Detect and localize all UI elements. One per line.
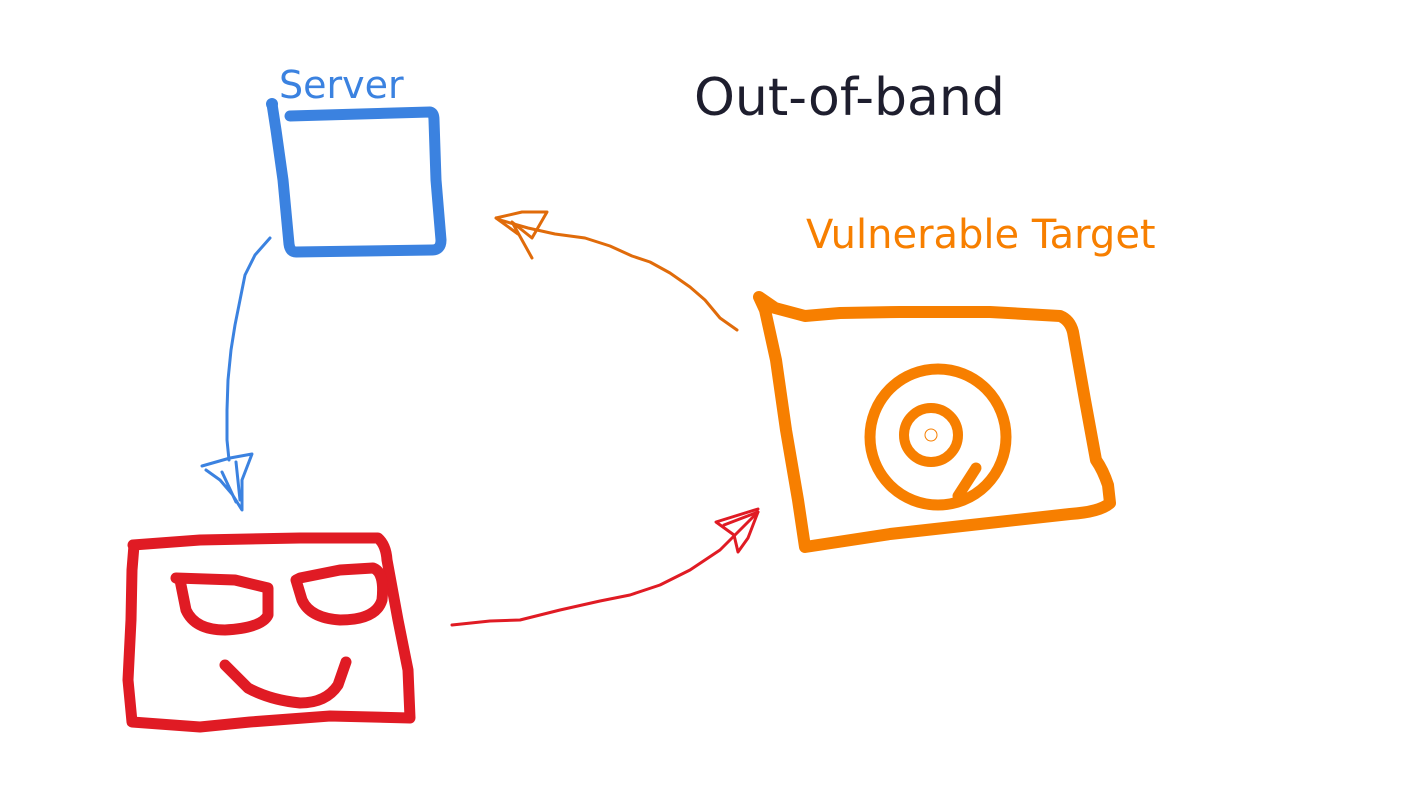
target-inner-ring xyxy=(899,403,963,467)
server-box xyxy=(266,98,447,258)
edge-server-to-attacker-arrowhead xyxy=(200,452,254,512)
edge-target-to-server xyxy=(494,210,739,332)
attacker-node xyxy=(122,532,416,733)
target-bullseye xyxy=(924,428,938,442)
attacker-mouth xyxy=(219,656,352,709)
target-outer-ring xyxy=(864,363,1012,511)
attacker-left-eye xyxy=(170,572,274,636)
edge-attacker-to-target-arrowhead xyxy=(714,507,760,554)
target-ring-tail xyxy=(952,462,982,502)
attacker-right-eye xyxy=(290,562,389,626)
diagram-title: Out-of-band xyxy=(694,68,1005,128)
vulnerable-target-label: Vulnerable Target xyxy=(806,212,1156,258)
edge-attacker-to-target xyxy=(450,507,760,627)
target-box xyxy=(753,291,1116,553)
attacker-box xyxy=(122,532,416,733)
edge-server-to-attacker-line xyxy=(225,236,272,462)
edge-attacker-to-target-line xyxy=(450,510,760,627)
edge-target-to-server-line xyxy=(498,218,739,332)
edge-server-to-attacker xyxy=(200,236,272,512)
server-node xyxy=(266,98,447,258)
target-node xyxy=(753,291,1116,553)
server-box-corner xyxy=(266,98,278,110)
server-label: Server xyxy=(279,63,404,107)
edge-target-to-server-arrowhead xyxy=(494,210,549,260)
